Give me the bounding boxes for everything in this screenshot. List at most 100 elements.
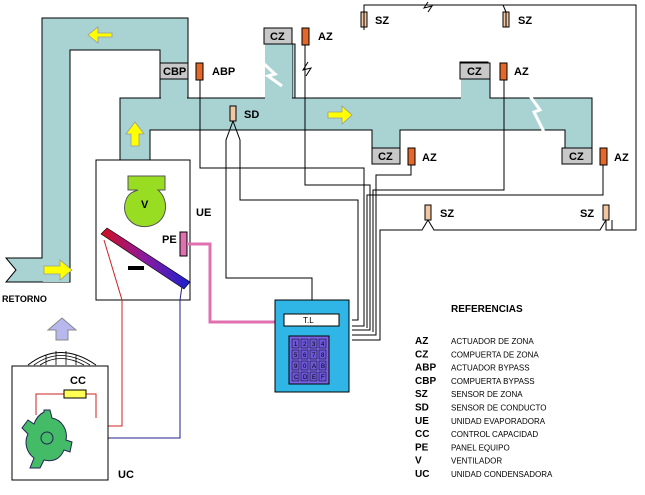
keypad-key-label: 2 bbox=[303, 342, 307, 348]
duct-network bbox=[4, 17, 593, 283]
reference-code: UC bbox=[415, 469, 429, 480]
reference-description: CONTROL CAPACIDAD bbox=[451, 430, 538, 439]
reference-code: ABP bbox=[415, 363, 436, 374]
keypad-key[interactable] bbox=[291, 371, 300, 382]
cz-label-2: CZ bbox=[467, 66, 482, 78]
keypad-key[interactable] bbox=[300, 371, 309, 382]
reference-code: CBP bbox=[415, 376, 436, 387]
cc-valve bbox=[63, 389, 87, 399]
ue-label: UE bbox=[196, 207, 211, 219]
reference-description: UNIDAD CONDENSADORA bbox=[451, 470, 553, 479]
supply-riser bbox=[119, 27, 593, 161]
keypad-key[interactable] bbox=[318, 360, 327, 371]
pe-label: PE bbox=[162, 234, 177, 246]
keypad-key[interactable] bbox=[300, 338, 309, 349]
keypad-key-label: 3 bbox=[312, 342, 316, 348]
reference-description: SENSOR DE ZONA bbox=[451, 390, 523, 399]
airflow-arrows bbox=[43, 26, 353, 281]
condensing-unit: UC CC bbox=[11, 317, 134, 481]
keypad-key[interactable] bbox=[309, 360, 318, 371]
reference-description: PANEL EQUIPO bbox=[451, 443, 510, 452]
reference-description: ACTUADOR BYPASS bbox=[451, 364, 530, 373]
keypad-key-label: 4 bbox=[321, 342, 325, 348]
az-actuator-1 bbox=[301, 27, 310, 46]
keypad-key[interactable] bbox=[318, 371, 327, 382]
actuators: ABP AZ AZ AZ AZ bbox=[195, 27, 629, 166]
keypad-key[interactable] bbox=[300, 360, 309, 371]
evaporator-coil bbox=[100, 227, 191, 290]
cz-damper-3 bbox=[371, 147, 401, 165]
reference-description: COMPUERTA DE ZONA bbox=[451, 350, 539, 359]
reference-code: AZ bbox=[415, 336, 428, 347]
coil-tray bbox=[128, 266, 144, 270]
cz-label-1: CZ bbox=[270, 31, 285, 43]
reference-code: SD bbox=[415, 403, 429, 414]
arrow-right-icon bbox=[327, 105, 353, 125]
suction-line bbox=[96, 285, 183, 439]
az-label-2: AZ bbox=[514, 66, 529, 78]
reference-description: ACTUADOR DE ZONA bbox=[451, 337, 534, 346]
sz-sensor-3 bbox=[424, 204, 432, 221]
keypad-key-label: 8 bbox=[321, 353, 325, 359]
sz-label-3: SZ bbox=[440, 208, 454, 220]
reference-code: CZ bbox=[415, 349, 428, 360]
sd-sensor bbox=[229, 105, 237, 122]
panel-display bbox=[283, 313, 340, 327]
cz-damper-1 bbox=[263, 27, 293, 45]
az-label-1: AZ bbox=[318, 31, 333, 43]
cc-label: CC bbox=[70, 375, 86, 387]
arrow-right-return-icon bbox=[43, 259, 73, 281]
keypad-key[interactable] bbox=[318, 349, 327, 360]
cz-damper-2 bbox=[459, 62, 491, 80]
keypad-key-label: 6 bbox=[303, 353, 307, 359]
reference-code: CC bbox=[415, 429, 429, 440]
dampers: CBP CZ CZ CZ CZ bbox=[159, 27, 593, 165]
keypad-key-label: 0 bbox=[303, 364, 307, 370]
reference-description: SENSOR DE CONDUCTO bbox=[451, 404, 546, 413]
keypad-key[interactable] bbox=[318, 338, 327, 349]
up-arrow-icon bbox=[46, 317, 78, 341]
keypad-key[interactable] bbox=[300, 349, 309, 360]
reference-code: SZ bbox=[415, 389, 428, 400]
az-label-3: AZ bbox=[422, 152, 437, 164]
az-actuator-2 bbox=[499, 62, 508, 81]
fan-icon bbox=[124, 175, 166, 228]
abp-label: ABP bbox=[212, 66, 235, 78]
arrow-left-icon bbox=[87, 26, 113, 44]
uc-label: UC bbox=[118, 469, 134, 481]
reference-code: UE bbox=[415, 416, 429, 427]
retorno-label: RETORNO bbox=[2, 294, 47, 304]
keypad-key[interactable] bbox=[309, 371, 318, 382]
sd-label: SD bbox=[244, 109, 259, 121]
reference-description: UNIDAD EVAPORADORA bbox=[451, 417, 546, 426]
keypad-key[interactable] bbox=[309, 338, 318, 349]
keypad-key[interactable] bbox=[309, 349, 318, 360]
cz-label-3: CZ bbox=[378, 151, 393, 163]
control-wiring bbox=[199, 1, 637, 341]
reference-description: COMPUERTA BYPASS bbox=[451, 377, 535, 386]
panel-display-text: T.L bbox=[303, 316, 314, 325]
keypad-key-label: 1 bbox=[294, 342, 298, 348]
keypad-key-label: 5 bbox=[294, 353, 298, 359]
sz-label-4: SZ bbox=[580, 208, 594, 220]
arrow-up-icon bbox=[125, 121, 145, 147]
cz-damper-4 bbox=[561, 147, 593, 165]
pe-link bbox=[187, 242, 275, 324]
sz-sensor-4 bbox=[602, 204, 610, 221]
reference-description: VENTILADOR bbox=[451, 457, 502, 466]
az-actuator-4 bbox=[599, 147, 608, 166]
keypad-key-label: F bbox=[321, 375, 325, 381]
condenser-fan-grille bbox=[27, 352, 97, 366]
keypad-key-label: E bbox=[312, 375, 316, 381]
keypad-key[interactable] bbox=[291, 360, 300, 371]
sz-label-2: SZ bbox=[518, 15, 532, 27]
keypad-key[interactable] bbox=[291, 338, 300, 349]
keypad-key[interactable] bbox=[291, 349, 300, 360]
v-label: V bbox=[141, 199, 149, 211]
keypad-key-label: 7 bbox=[312, 353, 316, 359]
cbp-label: CBP bbox=[163, 66, 186, 78]
